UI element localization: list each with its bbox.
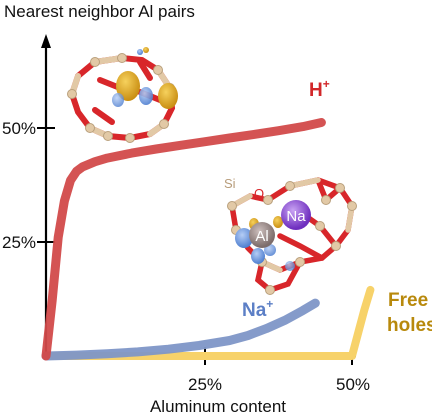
na-atom bbox=[281, 200, 311, 230]
chart-title: Nearest neighbor Al pairs bbox=[4, 2, 195, 21]
series-layer bbox=[41, 118, 375, 361]
al-atom bbox=[249, 222, 275, 248]
series-label-naplus-sup: + bbox=[266, 297, 273, 311]
si-label: Si bbox=[224, 176, 236, 191]
y-tick-label-25: 25% bbox=[2, 233, 36, 252]
series-label-naplus: Na+ bbox=[242, 297, 273, 321]
series-label-free-holes-line1: Free bbox=[388, 290, 428, 311]
na-atom-label: Na bbox=[286, 208, 306, 225]
series-label-hplus-sup: + bbox=[323, 77, 330, 91]
series-label-naplus-main: Na bbox=[242, 300, 267, 321]
ticks: 25% 50% 50% 25% bbox=[2, 119, 370, 394]
o-label: O bbox=[254, 186, 264, 201]
series-labels: H+ Na+ Free holes bbox=[242, 77, 432, 336]
y-tick-label-50: 50% bbox=[2, 119, 36, 138]
x-tick-label-50: 50% bbox=[336, 375, 370, 394]
zeolite-ring-illustration bbox=[67, 47, 178, 143]
y-axis-arrowhead bbox=[41, 34, 51, 48]
x-tick-label-25: 25% bbox=[188, 375, 222, 394]
series-label-free-holes-line2: holes bbox=[387, 315, 432, 336]
series-label-hplus-main: H bbox=[309, 80, 323, 101]
zeolite-cage-illustration: Al Na Si O bbox=[224, 176, 357, 295]
series-line-naplus bbox=[41, 298, 320, 361]
x-axis-label: Aluminum content bbox=[150, 397, 286, 414]
series-line-hplus bbox=[41, 118, 326, 361]
series-label-hplus: H+ bbox=[309, 77, 330, 101]
al-atom-label: Al bbox=[255, 228, 268, 245]
